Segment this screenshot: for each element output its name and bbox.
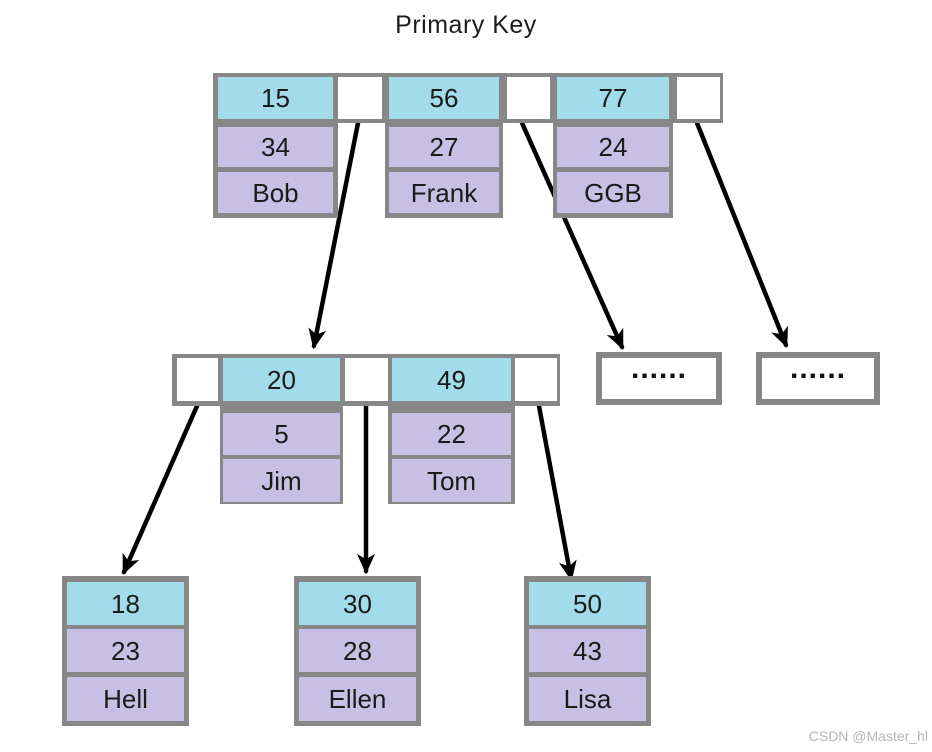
root-column-3: 77 24 GGB bbox=[553, 73, 673, 218]
watermark: CSDN @Master_hl bbox=[808, 728, 928, 744]
record-cell: Tom bbox=[392, 459, 511, 502]
record-cell: 34 bbox=[218, 127, 333, 167]
record-cell: Frank bbox=[389, 172, 499, 213]
record-cell: 22 bbox=[392, 413, 511, 455]
arrow-internal-to-leaf-1 bbox=[121, 403, 200, 575]
record-cell: 27 bbox=[389, 127, 499, 167]
internal-pointer-cell-2 bbox=[345, 358, 388, 401]
record-cell: Ellen bbox=[299, 677, 416, 721]
arrow-internal-to-leaf-3 bbox=[536, 403, 577, 582]
leaf-node-3: 50 43 Lisa bbox=[524, 576, 651, 726]
key-cell: 56 bbox=[389, 77, 499, 119]
key-cell: 20 bbox=[223, 358, 340, 401]
ellipsis-label: ...... bbox=[630, 351, 687, 385]
ellipsis-node-2: ...... bbox=[756, 351, 880, 405]
internal-pointer-cell-1 bbox=[177, 358, 218, 401]
record-cell: 23 bbox=[67, 629, 184, 672]
record-cell: Jim bbox=[223, 459, 340, 502]
key-cell: 49 bbox=[392, 358, 511, 401]
internal-pointer-cell-3 bbox=[515, 358, 557, 401]
key-cell: 50 bbox=[529, 582, 646, 625]
root-column-1: 15 34 Bob bbox=[213, 73, 338, 218]
leaf-node-2: 30 28 Ellen bbox=[294, 576, 421, 726]
record-cell: 5 bbox=[223, 413, 340, 455]
ellipsis-cell: ...... bbox=[762, 351, 874, 399]
ellipsis-label: ...... bbox=[789, 351, 846, 385]
record-cell: Hell bbox=[67, 677, 184, 721]
record-cell: Lisa bbox=[529, 677, 646, 721]
ellipsis-cell: ...... bbox=[602, 351, 716, 399]
ellipsis-node-1: ...... bbox=[596, 351, 722, 405]
internal-column-2: 49 22 Tom bbox=[388, 354, 515, 504]
arrow-root-to-ellipsis-1 bbox=[519, 120, 625, 350]
root-pointer-cell-2 bbox=[507, 77, 550, 119]
arrow-root-to-internal bbox=[308, 120, 361, 350]
key-cell: 77 bbox=[557, 77, 669, 119]
key-cell: 30 bbox=[299, 582, 416, 625]
key-cell: 15 bbox=[218, 77, 333, 119]
page-title: Primary Key bbox=[395, 11, 537, 39]
record-cell: Bob bbox=[218, 172, 333, 213]
leaf-node-1: 18 23 Hell bbox=[62, 576, 189, 726]
root-pointer-cell-3 bbox=[677, 77, 720, 119]
record-cell: GGB bbox=[557, 172, 669, 213]
record-cell: 24 bbox=[557, 127, 669, 167]
arrow-root-to-ellipsis-2 bbox=[694, 120, 789, 348]
key-cell: 18 bbox=[67, 582, 184, 625]
internal-column-1: 20 5 Jim bbox=[220, 354, 343, 504]
record-cell: 28 bbox=[299, 629, 416, 672]
root-column-2: 56 27 Frank bbox=[385, 73, 503, 218]
record-cell: 43 bbox=[529, 629, 646, 672]
root-pointer-cell-1 bbox=[338, 77, 382, 119]
